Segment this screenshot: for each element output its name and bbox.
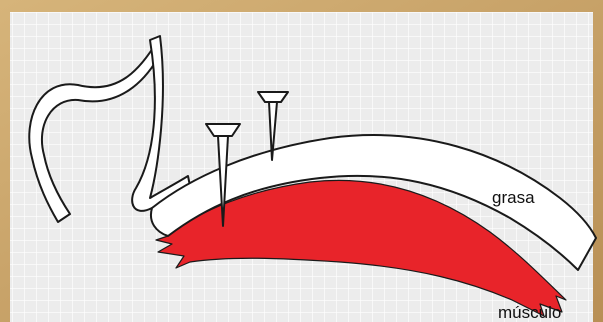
label-fat: grasa — [492, 188, 535, 207]
label-muscle: músculo — [498, 303, 561, 322]
